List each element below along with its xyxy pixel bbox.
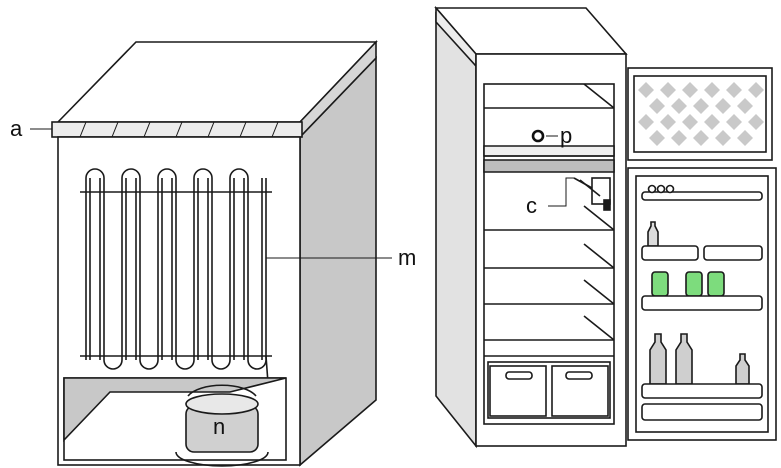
freezer-compartment: p bbox=[483, 83, 615, 157]
fridge-front-view: p c bbox=[434, 5, 777, 449]
green-cans bbox=[651, 271, 725, 297]
fridge-shelves bbox=[484, 205, 615, 357]
control-unit: c bbox=[526, 177, 611, 218]
front-side-panel bbox=[435, 11, 477, 449]
label-m: m bbox=[398, 245, 416, 270]
fridge-door bbox=[627, 167, 777, 441]
diamond-pattern bbox=[638, 82, 764, 146]
label-a: a bbox=[10, 116, 23, 141]
label-p: p bbox=[560, 123, 572, 148]
compressor bbox=[175, 384, 269, 467]
fridge-rear-view: a m n bbox=[10, 39, 416, 467]
label-c: c bbox=[526, 193, 537, 218]
label-n: n bbox=[213, 414, 225, 439]
thermostat-knob bbox=[531, 129, 545, 143]
condenser-coil bbox=[80, 168, 272, 411]
freezer-door bbox=[627, 67, 773, 161]
crisper-drawers bbox=[487, 361, 611, 419]
door-bottles bbox=[649, 333, 750, 385]
